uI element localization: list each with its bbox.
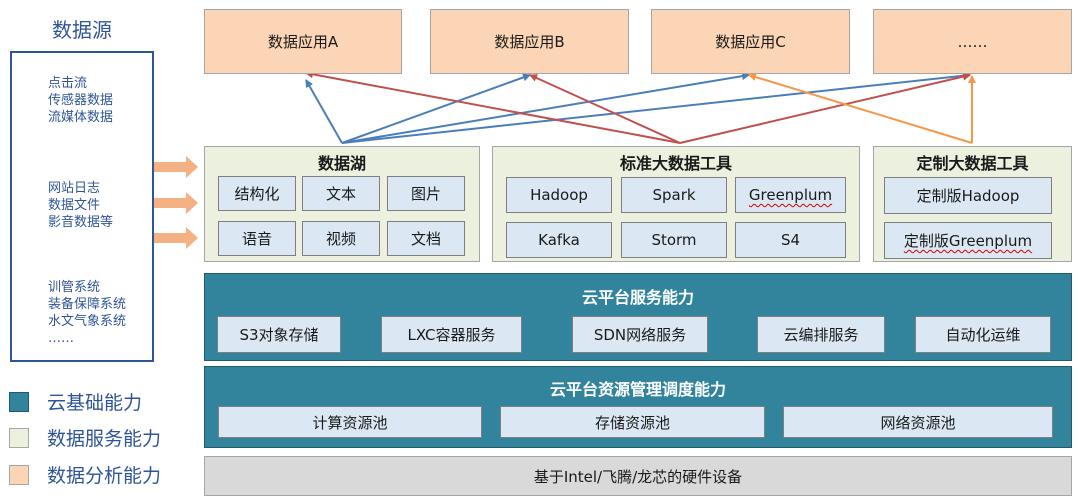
custom-tool-item: 定制版Hadoop — [884, 177, 1052, 214]
arrow-std-to-app-a — [305, 70, 681, 144]
source-item: 点击流 — [48, 76, 88, 91]
source-item: 流媒体数据 — [48, 110, 114, 125]
cloud-service-item: 云编排服务 — [757, 316, 885, 353]
source-item: 装备保障系统 — [48, 297, 127, 312]
std-tool-item: Kafka — [506, 222, 612, 258]
source-title: 数据源 — [52, 18, 112, 42]
source-item: 水文气象系统 — [48, 314, 127, 329]
source-group-systems: 训管系统 装备保障系统 水文气象系统 …… — [48, 279, 126, 347]
hardware-bar: 基于Intel/飞腾/龙芯的硬件设备 — [204, 456, 1072, 496]
resource-pool-item: 计算资源池 — [218, 406, 482, 438]
cloud-service-item: SDN网络服务 — [572, 316, 708, 353]
cloud-service-item: LXC容器服务 — [381, 316, 522, 353]
datalake-item: 结构化 — [218, 176, 296, 211]
source-group-files: 网站日志 数据文件 影音数据等 — [48, 180, 113, 231]
arrow-std-to-app-etc — [679, 72, 971, 144]
cloud-service-title: 云平台服务能力 — [581, 288, 694, 307]
source-item: 数据文件 — [48, 198, 101, 213]
arrow-std-to-app-b — [529, 74, 681, 144]
source-item: …… — [48, 331, 74, 346]
source-item: 传感器数据 — [48, 93, 114, 108]
std-tool-item: S4 — [735, 222, 846, 258]
app-box-a: 数据应用A — [204, 9, 402, 74]
std-tool-item: Hadoop — [506, 177, 612, 213]
std-tools-title: 标准大数据工具 — [619, 154, 732, 173]
resource-pool-item: 网络资源池 — [783, 406, 1053, 438]
legend-swatch-data-service — [9, 428, 29, 448]
source-item: 网站日志 — [48, 181, 101, 196]
resource-pool-item: 存储资源池 — [500, 406, 765, 438]
legend-swatch-cloud — [9, 392, 29, 412]
legend-label-cloud: 云基础能力 — [47, 392, 143, 414]
arrow-lake-to-app-b — [341, 73, 531, 144]
datalake-item: 文档 — [387, 221, 465, 256]
cloud-resource-title: 云平台资源管理调度能力 — [549, 380, 726, 399]
arrow-lake-to-app-etc — [341, 71, 971, 144]
datalake-item: 图片 — [387, 176, 465, 211]
custom-tool-label: 定制版Greenplum — [903, 232, 1033, 250]
std-tool-label: Greenplum — [748, 186, 833, 204]
datalake-title: 数据湖 — [317, 154, 366, 173]
std-tool-item: Greenplum — [735, 177, 846, 213]
legend-swatch-analysis — [9, 465, 29, 485]
legend-label-analysis: 数据分析能力 — [47, 465, 162, 487]
arrow-custom-to-app-c — [748, 73, 973, 144]
source-item: 影音数据等 — [48, 215, 114, 230]
std-tool-item: Storm — [621, 222, 727, 258]
cloud-service-item: 自动化运维 — [915, 316, 1051, 353]
source-group-streaming: 点击流 传感器数据 流媒体数据 — [48, 75, 113, 126]
datalake-item: 文本 — [302, 176, 380, 211]
source-input-arrows — [153, 156, 198, 249]
app-box-etc: …… — [873, 9, 1072, 74]
custom-tool-item: 定制版Greenplum — [884, 222, 1052, 259]
app-box-b: 数据应用B — [430, 9, 629, 74]
arrow-lake-to-app-a — [305, 79, 343, 144]
datalake-item: 语音 — [218, 221, 296, 256]
cloud-service-item: S3对象存储 — [217, 316, 341, 353]
source-item: 训管系统 — [48, 280, 101, 295]
custom-tools-title: 定制大数据工具 — [916, 154, 1029, 173]
app-box-c: 数据应用C — [651, 9, 850, 74]
arrow-lake-to-app-c — [341, 72, 750, 144]
std-tool-item: Spark — [621, 177, 727, 213]
source-panel: 点击流 传感器数据 流媒体数据 网站日志 数据文件 影音数据等 训管系统 装备保… — [10, 51, 154, 362]
datalake-item: 视频 — [302, 221, 380, 256]
legend-label-data-service: 数据服务能力 — [47, 428, 162, 450]
